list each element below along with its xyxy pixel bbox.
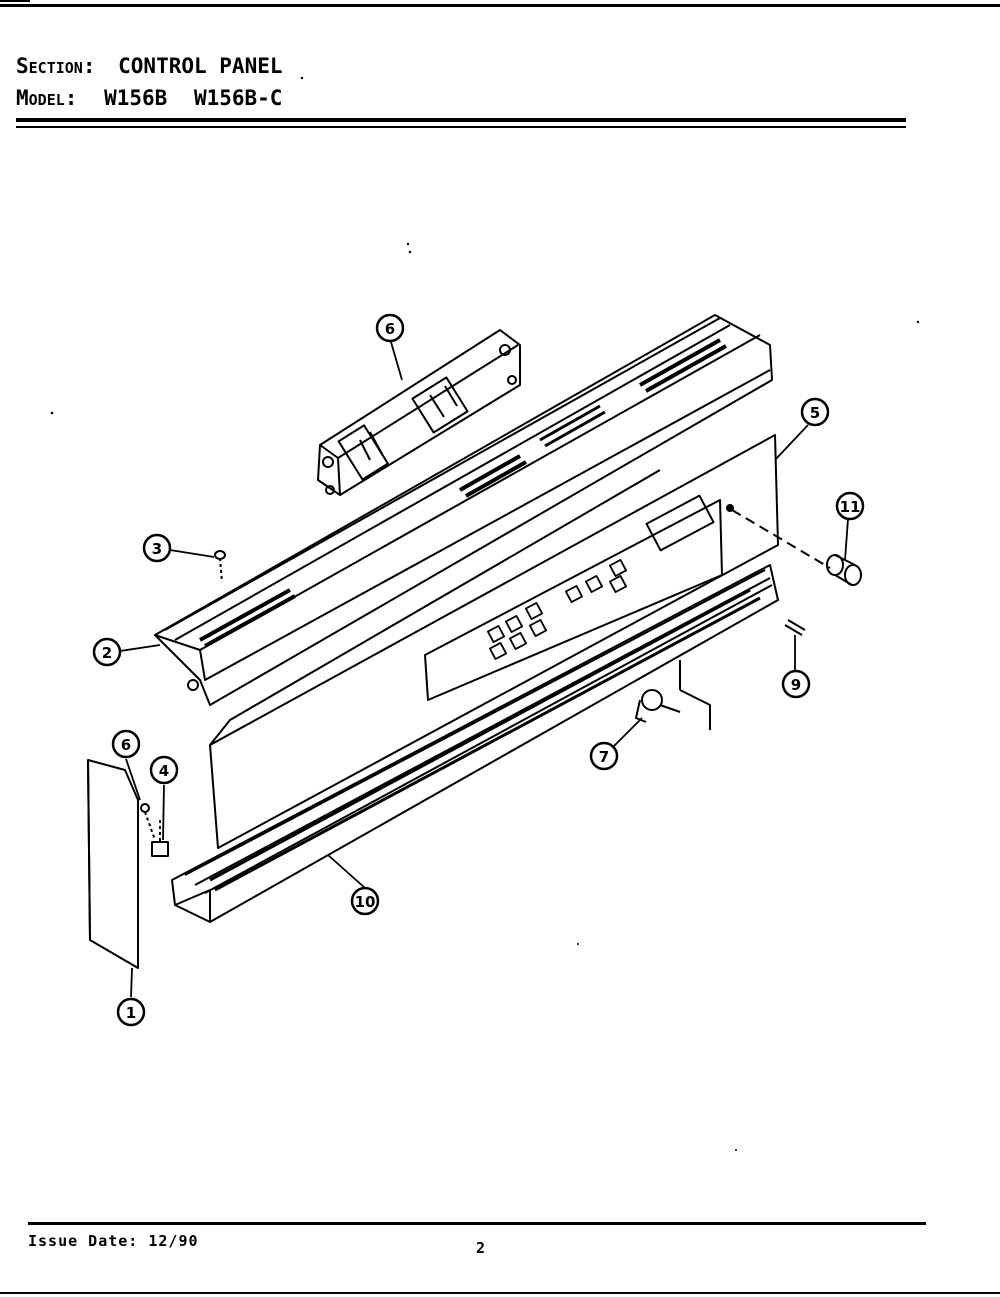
part-6-control-board [317,329,521,496]
callout-3-text: 3 [152,540,162,558]
issue-date: Issue Date: 12/90 [28,1232,199,1250]
part-7-switch [635,689,681,723]
part-8-screw [140,803,156,841]
part-11-knob [826,554,862,586]
callout-11 [835,491,865,521]
callout-7 [589,741,619,771]
callout-11-text: 11 [840,498,861,516]
model-label: Model: [16,86,78,110]
leader-lines [119,341,849,998]
callouts [92,313,865,1027]
section-value: CONTROL PANEL [118,54,283,78]
part-10-bottom-trim [171,564,779,923]
section-header: Section: CONTROL PANEL [16,56,283,77]
model-value-2: W156B-C [193,86,283,110]
callout-10-text: 10 [355,893,376,911]
callout-5-text: 5 [810,404,820,422]
callout-10 [350,886,380,916]
callout-2 [92,637,122,667]
callout-1-text: 1 [126,1004,136,1022]
callout-4-text: 4 [159,762,169,780]
part-1-end-cap [87,759,139,969]
part-2-top-frame [154,314,773,706]
model-value-1: W156B [104,86,168,110]
callout-6-left-text: 6 [121,736,131,754]
part-5-panel-face [209,434,831,849]
callout-1 [116,997,146,1027]
footer-rule [28,1222,926,1225]
page-number: 2 [476,1239,487,1257]
callout-9 [781,669,811,699]
callout-6-left [111,729,141,759]
top-border-line [0,4,1000,7]
callout-6-top-text: 6 [385,320,395,338]
callout-3 [142,533,172,563]
part-3-screw [214,550,226,583]
callout-5 [800,397,830,427]
callout-7-text: 7 [599,748,609,766]
callout-2-text: 2 [102,644,112,662]
section-label: Section: [16,54,96,78]
callout-9-text: 9 [791,676,801,694]
part-4-bracket [151,820,169,857]
top-corner-mark [0,0,30,2]
bottom-border-line [0,1292,1000,1294]
header-rule-thick [16,118,906,122]
scan-specks [50,76,920,1151]
header-rule-thin [16,126,906,128]
callout-4 [149,755,179,785]
callout-6-top [375,313,405,343]
part-9-screw [784,619,806,636]
model-header: Model: W156B W156B-C [16,88,282,109]
